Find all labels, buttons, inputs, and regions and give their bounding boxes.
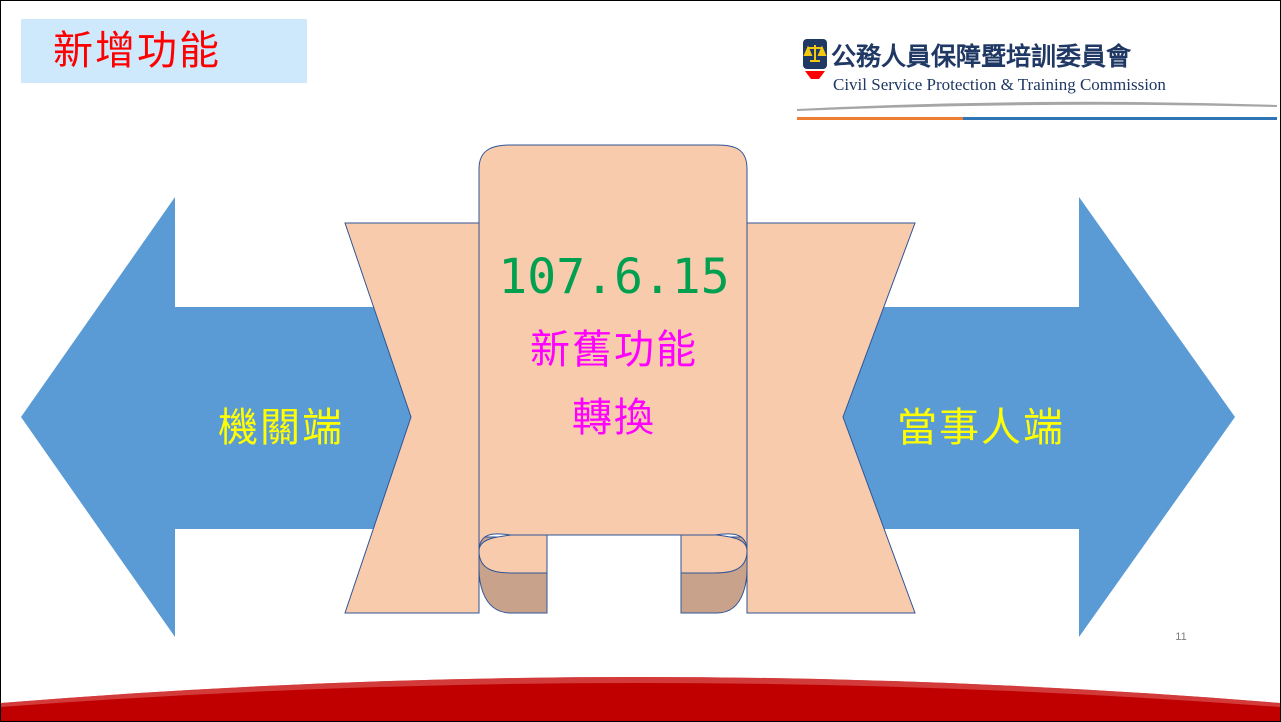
- commission-name-en: Civil Service Protection & Training Comm…: [833, 75, 1166, 94]
- footer-band: [1, 677, 1280, 721]
- commission-name-zh: 公務人員保障暨培訓委員會: [831, 42, 1132, 71]
- right-arrow-shape: [831, 197, 1235, 637]
- party-side-label: 當事人端: [897, 405, 1065, 451]
- scales-emblem-icon: [803, 39, 827, 79]
- banner-text-line-2: 轉換: [572, 395, 656, 441]
- conversion-date: 107.6.15: [498, 249, 730, 305]
- agency-side-label: 機關端: [218, 405, 344, 451]
- title-box: 新增功能: [21, 19, 307, 83]
- slide-title: 新增功能: [53, 28, 221, 74]
- banner-text-line-1: 新舊功能: [530, 327, 698, 373]
- left-arrow-shape: [21, 197, 421, 637]
- page-number: 11: [1175, 631, 1187, 643]
- banner-bottom-curl-left: [478, 534, 548, 574]
- commission-logo: 公務人員保障暨培訓委員會 Civil Service Protection & …: [797, 21, 1277, 125]
- banner-bottom-curl-right: [680, 534, 748, 574]
- logo-underline: [797, 101, 1277, 120]
- banner-left-tail: [344, 222, 480, 614]
